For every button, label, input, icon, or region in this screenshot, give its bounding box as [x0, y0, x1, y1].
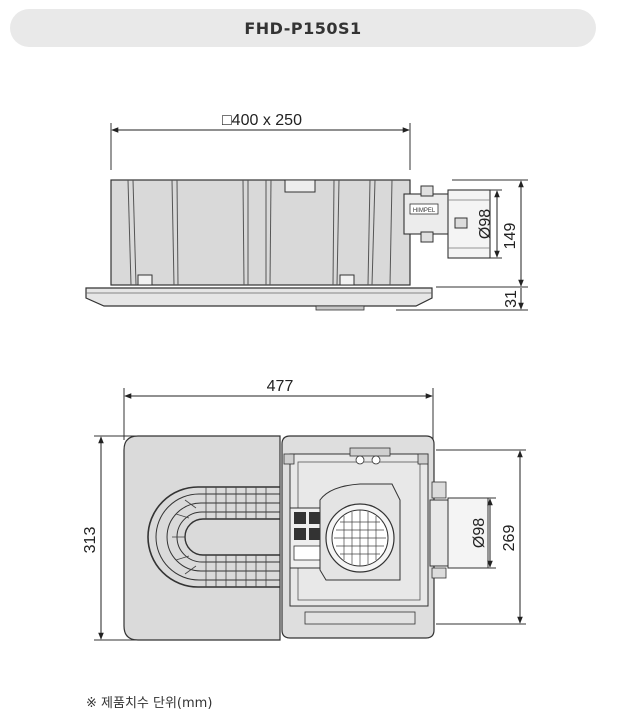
duct-connector: HIMPEL — [403, 185, 491, 259]
fan-grille — [334, 510, 386, 566]
model-title-bar: FHD-P150S1 — [10, 9, 596, 47]
brand-badge: HIMPEL — [413, 208, 436, 214]
dim-top-width: □400 x 250 — [110, 112, 411, 170]
model-title: FHD-P150S1 — [244, 18, 362, 38]
dim-width-label: 477 — [267, 378, 294, 395]
housing-body — [110, 179, 411, 286]
dim-flange: 31 — [396, 288, 528, 311]
dim-duct-diameter-side: Ø98 — [470, 189, 502, 259]
dim-duct-diameter-top-label: Ø98 — [471, 518, 488, 548]
dim-duct-diameter-side-label: Ø98 — [477, 209, 494, 239]
side-view: □400 x 250 — [85, 112, 528, 311]
duct-outlet — [429, 481, 489, 579]
dim-depth: 313 — [82, 435, 136, 641]
dim-depth-label: 313 — [82, 527, 99, 554]
dim-inner-depth: 269 — [436, 449, 526, 625]
dim-flange-label: 31 — [503, 290, 520, 308]
dim-top-width-label: □400 x 250 — [222, 112, 302, 129]
ceiling-flange — [85, 287, 433, 307]
unit-footnote: ※ 제품치수 단위(mm) — [86, 696, 213, 711]
dim-width: 477 — [123, 378, 434, 440]
dim-inner-depth-label: 269 — [501, 525, 518, 552]
dim-duct-diameter-top: Ø98 — [468, 497, 496, 569]
dim-height-label: 149 — [502, 223, 519, 250]
oval-grille — [147, 486, 280, 588]
dim-height: 149 — [436, 179, 528, 288]
top-view: 477 — [82, 378, 526, 641]
